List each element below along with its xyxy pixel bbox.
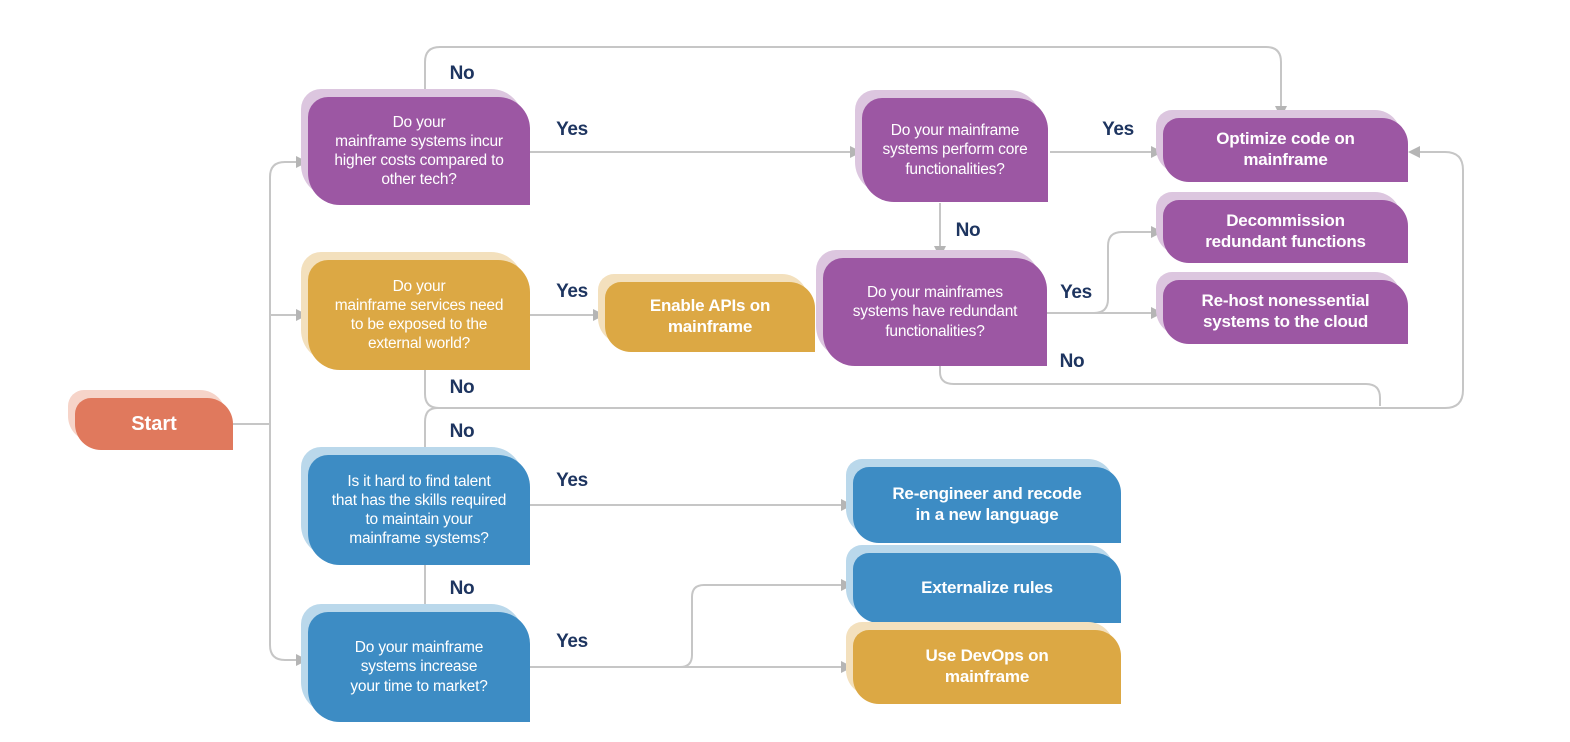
edge-label-costs-no: No [449,63,475,84]
action-reengineer-recode-label: Re-engineer and recode in a new language [892,484,1082,524]
decision-find-talent-label: Is it hard to find talent that has the s… [331,472,507,548]
spine-edges [233,161,296,661]
decision-time-to-market-label: Do your mainframe systems increase your … [350,639,488,695]
action-rehost-cloud: Re-host nonessential systems to the clou… [1156,272,1408,344]
action-rehost-cloud-label: Re-host nonessential systems to the clou… [1201,291,1370,331]
decision-time-to-market: Do your mainframe systems increase your … [301,604,530,722]
edge-label-redundant-yes: Yes [1060,282,1092,303]
action-use-devops-label: Use DevOps on mainframe [925,646,1049,686]
decision-higher-costs: Do your mainframe systems incur higher c… [301,89,530,205]
decision-edges [424,46,1464,668]
edge-label-core-yes: Yes [1102,119,1134,140]
action-enable-apis-label: Enable APIs on mainframe [649,296,771,336]
action-optimize-code: Optimize code on mainframe [1156,110,1408,182]
action-enable-apis: Enable APIs on mainframe [598,274,815,352]
decision-core-functionalities-label: Do your mainframe systems perform core f… [882,122,1028,178]
action-optimize-code-label: Optimize code on mainframe [1216,129,1355,169]
action-decommission-label: Decommission redundant functions [1205,210,1366,251]
action-decommission: Decommission redundant functions [1156,192,1408,263]
edge-label-services-yes: Yes [556,281,588,302]
edge-label-talent-yes: Yes [556,470,588,491]
start-node-label: Start [131,412,177,435]
decision-find-talent: Is it hard to find talent that has the s… [301,447,530,565]
decision-redundant-functionalities: Do your mainframes systems have redundan… [816,250,1047,366]
decision-external-exposure: Do your mainframe services need to be ex… [301,252,530,370]
edge-label-talent-no: No [449,578,475,599]
edge-label-services-no-cont: No [449,421,475,442]
action-externalize-rules: Externalize rules [846,545,1121,623]
edge-label-costs-yes: Yes [556,119,588,140]
decision-external-exposure-label: Do your mainframe services need to be ex… [334,277,504,353]
action-reengineer-recode: Re-engineer and recode in a new language [846,459,1121,543]
edge-label-core-no: No [955,220,981,241]
action-externalize-rules-label: Externalize rules [921,577,1053,597]
decision-higher-costs-label: Do your mainframe systems incur higher c… [334,113,504,189]
decision-redundant-functionalities-label: Do your mainframes systems have redundan… [852,284,1018,340]
edge-label-market-yes: Yes [556,631,588,652]
action-use-devops: Use DevOps on mainframe [846,622,1121,704]
decision-core-functionalities: Do your mainframe systems perform core f… [855,90,1048,202]
edge-label-services-no: No [449,377,475,398]
start-node: Start [68,390,233,450]
edge-label-redundant-no: No [1059,351,1085,372]
